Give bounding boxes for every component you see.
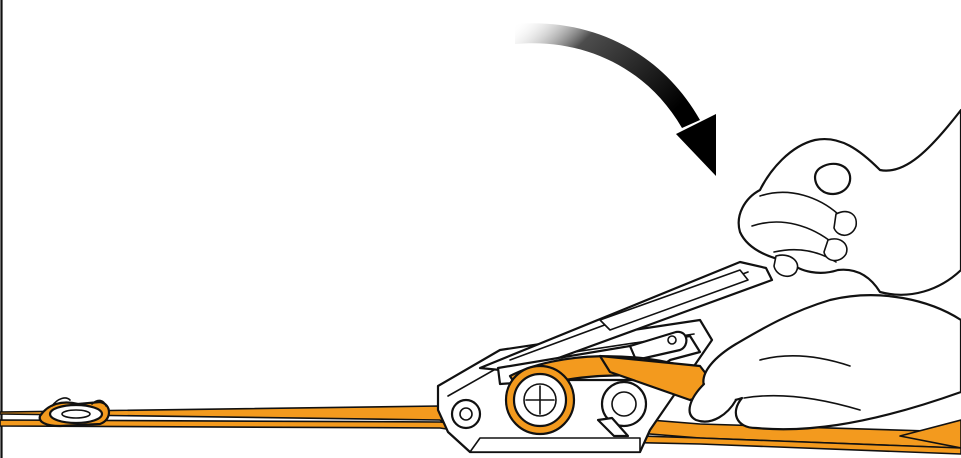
upper-hand-icon bbox=[737, 108, 961, 296]
curved-arrow-icon bbox=[515, 23, 716, 176]
ratchet-buckle-icon bbox=[436, 260, 774, 454]
hook-icon bbox=[38, 397, 111, 428]
lower-hand-icon bbox=[688, 294, 961, 431]
